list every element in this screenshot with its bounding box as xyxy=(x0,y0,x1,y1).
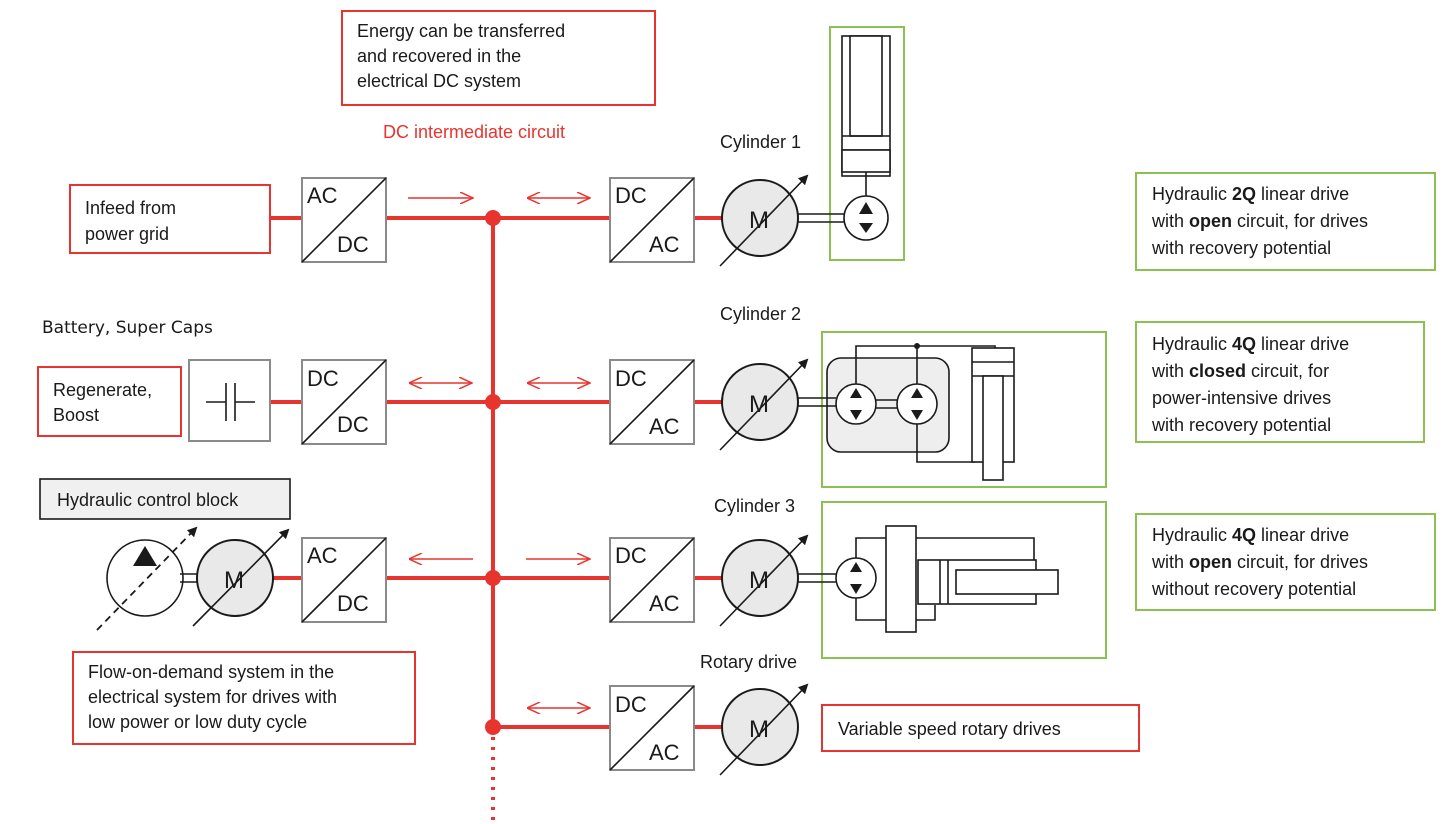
svg-text:M: M xyxy=(224,567,244,594)
svg-text:AC: AC xyxy=(307,543,338,568)
flow-on-demand-note: Flow-on-demand system in the electrical … xyxy=(72,651,416,745)
top-note-line-2: and recovered in the xyxy=(357,46,521,66)
svg-text:with open circuit, for drives: with open circuit, for drives xyxy=(1151,552,1368,572)
note-cylinder-1: Hydraulic 2Q linear drive with open circ… xyxy=(1135,172,1436,271)
svg-text:DC: DC xyxy=(615,183,647,208)
motor-cyl3: M xyxy=(719,534,809,627)
infeed-line-1: Infeed from xyxy=(85,198,176,218)
svg-text:with closed circuit, for: with closed circuit, for xyxy=(1151,361,1329,381)
svg-text:DC: DC xyxy=(337,232,369,257)
drive-label-3: Cylinder 3 xyxy=(714,496,795,516)
infeed-line-2: power grid xyxy=(85,224,169,244)
bus-label: DC intermediate circuit xyxy=(383,122,565,142)
storage-heading: Battery, Super Caps xyxy=(42,318,213,338)
motor-cyl1: M xyxy=(719,174,809,267)
svg-text:DC: DC xyxy=(337,591,369,616)
storage-line-2: Boost xyxy=(53,405,99,425)
dc-bus xyxy=(270,210,722,822)
svg-text:DC: DC xyxy=(615,543,647,568)
note-cylinder-3: Hydraulic 4Q linear drive with open circ… xyxy=(1135,513,1436,611)
svg-text:DC: DC xyxy=(307,366,339,391)
svg-text:M: M xyxy=(749,567,769,594)
svg-text:AC: AC xyxy=(307,183,338,208)
svg-text:Hydraulic 2Q linear drive: Hydraulic 2Q linear drive xyxy=(1152,184,1349,204)
svg-text:low power or low duty cycle: low power or low duty cycle xyxy=(88,712,307,732)
motor-rotary: M xyxy=(719,683,809,776)
motor-cyl2: M xyxy=(719,358,809,451)
drive-label-4: Rotary drive xyxy=(700,652,797,672)
converter-ac-dc-infeed: AC DC xyxy=(301,177,387,263)
svg-text:Hydraulic 4Q linear drive: Hydraulic 4Q linear drive xyxy=(1152,525,1349,545)
top-note-line-3: electrical DC system xyxy=(357,71,521,91)
storage-note: Regenerate, Boost xyxy=(37,366,182,437)
energy-flow-arrows xyxy=(408,198,590,708)
note-cylinder-2: Hydraulic 4Q linear drive with closed ci… xyxy=(1135,321,1425,443)
converter-dc-ac-cyl2: DC AC xyxy=(609,359,695,445)
hydraulic-cylinder-3 xyxy=(798,501,1107,659)
capacitor-symbol xyxy=(188,359,271,442)
rotary-note: Variable speed rotary drives xyxy=(821,704,1140,752)
converter-ac-dc-pump: AC DC xyxy=(301,537,387,623)
svg-text:with open circuit, for drives: with open circuit, for drives xyxy=(1151,211,1368,231)
svg-text:Flow-on-demand system in the: Flow-on-demand system in the xyxy=(88,662,334,682)
top-note-line-1: Energy can be transferred xyxy=(357,21,565,41)
svg-text:AC: AC xyxy=(649,591,680,616)
svg-text:Variable speed rotary drives: Variable speed rotary drives xyxy=(838,719,1061,739)
svg-text:DC: DC xyxy=(615,692,647,717)
hydraulic-cylinder-2 xyxy=(798,331,1107,488)
converter-dc-ac-cyl3: DC AC xyxy=(609,537,695,623)
svg-text:Hydraulic control block: Hydraulic control block xyxy=(57,490,239,510)
hydraulic-cylinder-1 xyxy=(798,26,905,261)
control-block: Hydraulic control block xyxy=(39,478,291,520)
converter-dc-dc-storage: DC DC xyxy=(301,359,387,445)
svg-text:electrical system for drives w: electrical system for drives with xyxy=(88,687,337,707)
svg-text:Hydraulic 4Q linear drive: Hydraulic 4Q linear drive xyxy=(1152,334,1349,354)
svg-text:M: M xyxy=(749,391,769,418)
svg-text:with recovery potential: with recovery potential xyxy=(1151,415,1331,435)
converter-dc-ac-cyl1: DC AC xyxy=(609,177,695,263)
storage-line-1: Regenerate, xyxy=(53,380,152,400)
drive-label-2: Cylinder 2 xyxy=(720,304,801,324)
svg-text:M: M xyxy=(749,716,769,743)
svg-text:power-intensive drives: power-intensive drives xyxy=(1152,388,1331,408)
svg-text:with recovery potential: with recovery potential xyxy=(1151,238,1331,258)
svg-text:AC: AC xyxy=(649,232,680,257)
infeed-note: Infeed from power grid xyxy=(69,184,271,254)
top-note: Energy can be transferred and recovered … xyxy=(341,10,656,106)
drive-label-1: Cylinder 1 xyxy=(720,132,801,152)
svg-text:DC: DC xyxy=(615,366,647,391)
variable-pump xyxy=(96,526,200,631)
svg-text:AC: AC xyxy=(649,414,680,439)
motor-pump: M xyxy=(192,528,290,627)
svg-text:DC: DC xyxy=(337,412,369,437)
svg-text:M: M xyxy=(749,207,769,234)
svg-text:AC: AC xyxy=(649,740,680,765)
svg-text:without recovery potential: without recovery potential xyxy=(1151,579,1356,599)
converter-dc-ac-rotary: DC AC xyxy=(609,685,695,771)
